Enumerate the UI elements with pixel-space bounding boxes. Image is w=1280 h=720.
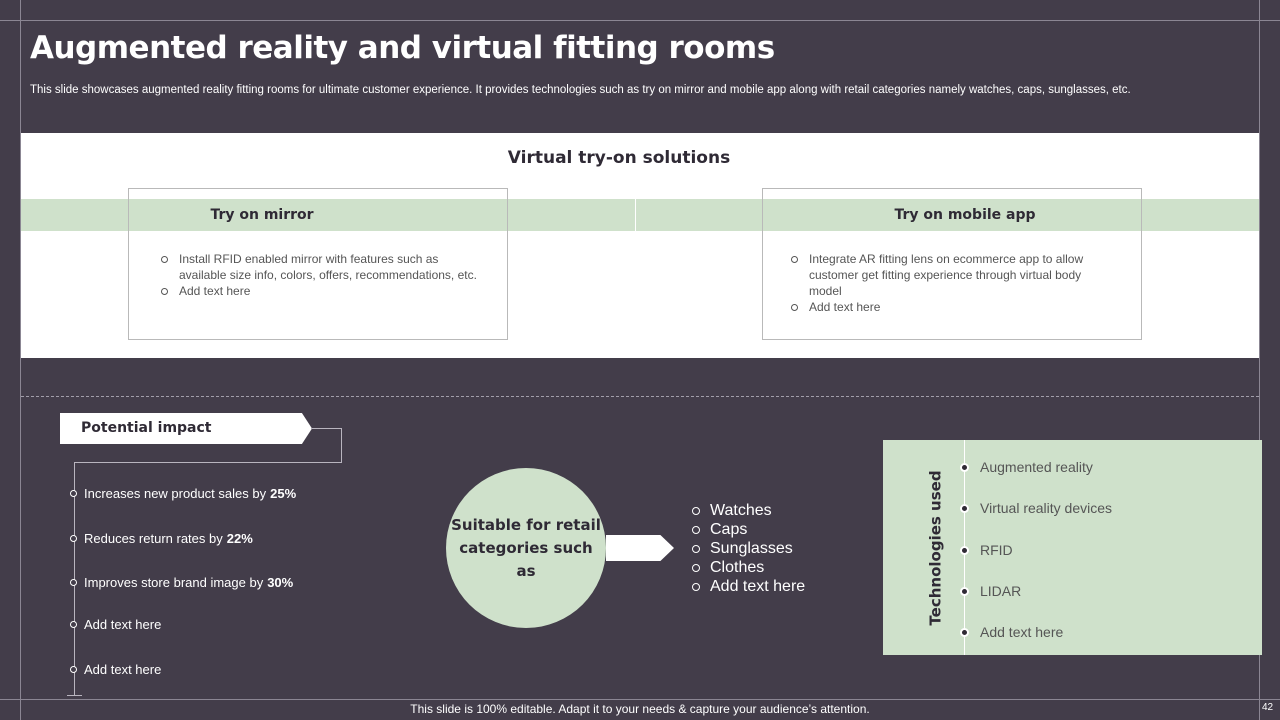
- impact-connector: [311, 428, 341, 429]
- list-item: Add text here: [960, 624, 1063, 640]
- mobile-solution-box: [762, 188, 1142, 340]
- arrow-right-icon: [606, 535, 674, 561]
- timeline-dot-icon: [70, 489, 77, 497]
- list-item: RFID: [960, 542, 1013, 558]
- technology-text: RFID: [980, 542, 1013, 558]
- mobile-solution-list: Integrate AR fitting lens on ecommerce a…: [789, 251, 1109, 315]
- impact-item-text: Add text here: [84, 661, 162, 677]
- impact-label: Potential impact: [81, 420, 212, 436]
- impact-item: Reduces return rates by 22%: [70, 530, 253, 546]
- impact-tag: [60, 413, 312, 444]
- solutions-band-left: [21, 199, 635, 231]
- list-item: LIDAR: [960, 583, 1021, 599]
- page-number: 42: [1262, 702, 1274, 713]
- frame-line-top: [0, 20, 1280, 21]
- impact-item-text: Add text here: [84, 616, 162, 632]
- impact-item-value: 30%: [267, 574, 294, 590]
- solutions-band-right: [636, 199, 1259, 231]
- technologies-label: Technologies used: [908, 458, 964, 638]
- impact-connector: [74, 462, 342, 463]
- list-item: Add text here: [159, 283, 479, 299]
- bullet-dot-icon: [960, 503, 969, 513]
- impact-item-text: Increases new product sales by: [84, 485, 267, 501]
- impact-item-value: 25%: [270, 485, 297, 501]
- impact-item: Add text here: [70, 616, 161, 632]
- categories-circle: Suitable for retail categories such as: [446, 468, 606, 628]
- mirror-solution-list: Install RFID enabled mirror with feature…: [159, 251, 479, 299]
- impact-item-value: 22%: [226, 530, 253, 546]
- technology-text: Augmented reality: [980, 459, 1093, 475]
- list-item: Install RFID enabled mirror with feature…: [159, 251, 479, 283]
- mobile-solution-title: Try on mobile app: [894, 207, 1036, 223]
- impact-connector: [341, 428, 342, 463]
- impact-item: Increases new product sales by 25%: [70, 485, 296, 501]
- timeline-dot-icon: [70, 534, 77, 542]
- timeline-dot-icon: [70, 665, 77, 673]
- technologies-box: [883, 440, 1262, 655]
- section-divider: [21, 396, 1259, 397]
- solutions-heading: Virtual try-on solutions: [507, 148, 731, 168]
- list-item: Add text here: [789, 299, 1109, 315]
- list-item: Virtual reality devices: [960, 500, 1112, 516]
- technology-text: Add text here: [980, 624, 1064, 640]
- mirror-solution-title: Try on mirror: [210, 207, 314, 223]
- list-item: Augmented reality: [960, 459, 1093, 475]
- timeline-dot-icon: [70, 620, 77, 628]
- impact-timeline-end: [67, 695, 82, 696]
- list-item: Caps: [690, 520, 805, 539]
- mirror-solution-box: [128, 188, 508, 340]
- list-item: Clothes: [690, 558, 805, 577]
- slide-title: Augmented reality and virtual fitting ro…: [30, 30, 775, 66]
- list-item: Watches: [690, 501, 805, 520]
- list-item: Add text here: [690, 577, 805, 596]
- slide-subtitle: This slide showcases augmented reality f…: [30, 84, 1131, 96]
- bullet-dot-icon: [960, 627, 969, 637]
- list-item: Integrate AR fitting lens on ecommerce a…: [789, 251, 1109, 299]
- bullet-dot-icon: [960, 545, 969, 555]
- bullet-dot-icon: [960, 586, 969, 596]
- impact-item: Improves store brand image by 30%: [70, 574, 293, 590]
- technology-text: LIDAR: [980, 583, 1022, 599]
- categories-circle-text: Suitable for retail categories such as: [451, 515, 601, 580]
- slide-footer: This slide is 100% editable. Adapt it to…: [410, 702, 870, 716]
- frame-line-left: [20, 0, 21, 720]
- timeline-dot-icon: [70, 578, 77, 586]
- frame-line-bottom: [0, 699, 1280, 700]
- list-item: Sunglasses: [690, 539, 805, 558]
- impact-item-text: Improves store brand image by: [84, 574, 264, 590]
- technology-text: Virtual reality devices: [980, 500, 1113, 516]
- impact-item-text: Reduces return rates by: [84, 530, 223, 546]
- solutions-panel: Try on mirror Try on mobile app Install …: [21, 133, 1259, 358]
- frame-line-right: [1259, 0, 1260, 720]
- technologies-label-text: Technologies used: [927, 470, 946, 626]
- impact-item: Add text here: [70, 661, 161, 677]
- categories-list: Watches Caps Sunglasses Clothes Add text…: [690, 501, 805, 596]
- bullet-dot-icon: [960, 462, 969, 472]
